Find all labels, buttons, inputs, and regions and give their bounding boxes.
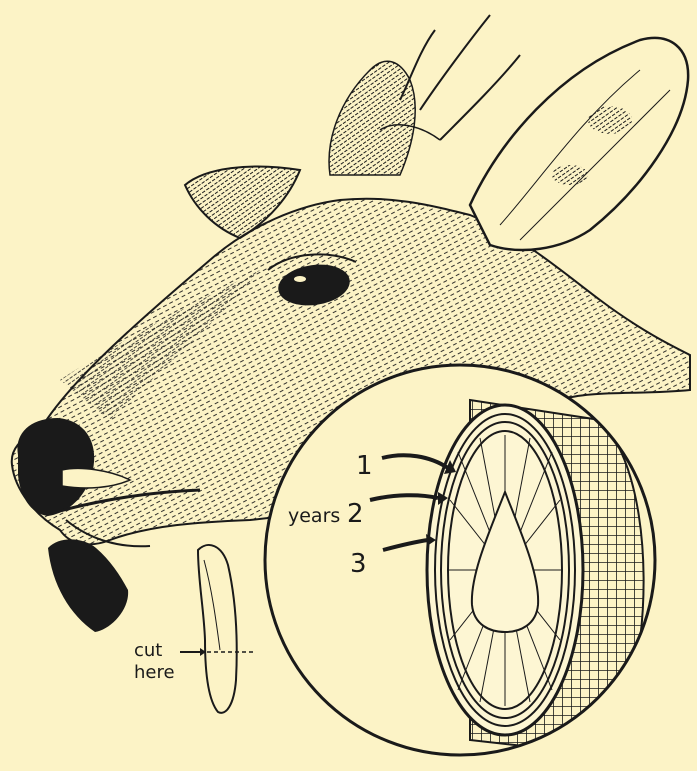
magnified-cross-section <box>265 365 655 755</box>
label-cut: cut <box>134 640 162 661</box>
label-ring-1: 1 <box>356 451 373 481</box>
antlers <box>329 15 520 175</box>
label-here: here <box>134 662 175 683</box>
label-years: years <box>288 505 340 527</box>
incisor-shape <box>48 539 128 632</box>
label-ring-3: 3 <box>350 549 367 579</box>
eye-glint <box>294 276 306 282</box>
right-ear <box>470 38 688 250</box>
label-ring-2: 2 <box>347 499 364 529</box>
extracted-tooth <box>180 545 255 713</box>
